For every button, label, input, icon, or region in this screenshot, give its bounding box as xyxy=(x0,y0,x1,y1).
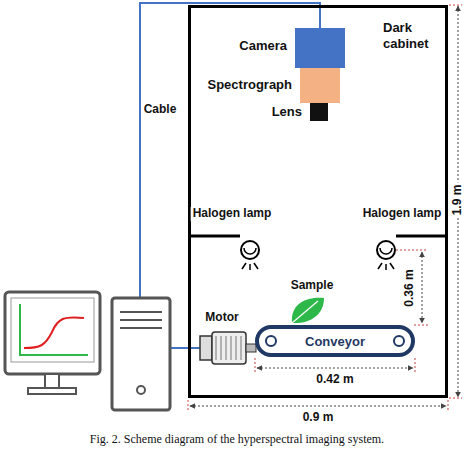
halogen-lamp-icon xyxy=(377,241,395,270)
cable-line xyxy=(140,3,320,298)
motor-icon xyxy=(200,332,256,364)
node-text: Spectrograph xyxy=(207,77,292,92)
dimension-label: 0.42 m xyxy=(314,373,355,387)
node-text: Camera xyxy=(239,38,287,53)
leaf-icon xyxy=(292,298,324,323)
dimension-label: 0.36 m xyxy=(403,267,417,308)
dark-cabinet: Dark cabinetCameraSpectrographLensConvey… xyxy=(188,5,448,398)
lamp-label: Halogen lamp xyxy=(191,207,274,221)
roller xyxy=(393,335,405,347)
shelf-line xyxy=(396,235,446,238)
motor-label: Motor xyxy=(203,311,240,325)
roller xyxy=(265,335,277,347)
cable-label: Cable xyxy=(142,103,179,117)
conveyor-band: Conveyor xyxy=(255,325,415,357)
lens-box: Lens xyxy=(310,103,328,121)
halogen-lamp-icon xyxy=(241,241,259,270)
dimension-label: 1.9 m xyxy=(451,183,465,218)
shelf-line xyxy=(191,235,240,238)
computer-icon xyxy=(5,292,170,410)
figure-caption: Fig. 2. Scheme diagram of the hyperspect… xyxy=(0,432,474,447)
dimension-lines xyxy=(188,5,462,410)
motor-wire xyxy=(170,347,200,349)
sample-label: Sample xyxy=(289,279,336,293)
node-text: Lens xyxy=(272,104,302,119)
spectrograph-box: Spectrograph xyxy=(300,68,340,103)
camera-box: Camera xyxy=(295,28,345,68)
node-text: Conveyor xyxy=(305,334,365,349)
node-text: Dark cabinet xyxy=(383,20,441,51)
dimension-label: 0.9 m xyxy=(301,411,336,425)
lamp-label: Halogen lamp xyxy=(361,207,444,221)
